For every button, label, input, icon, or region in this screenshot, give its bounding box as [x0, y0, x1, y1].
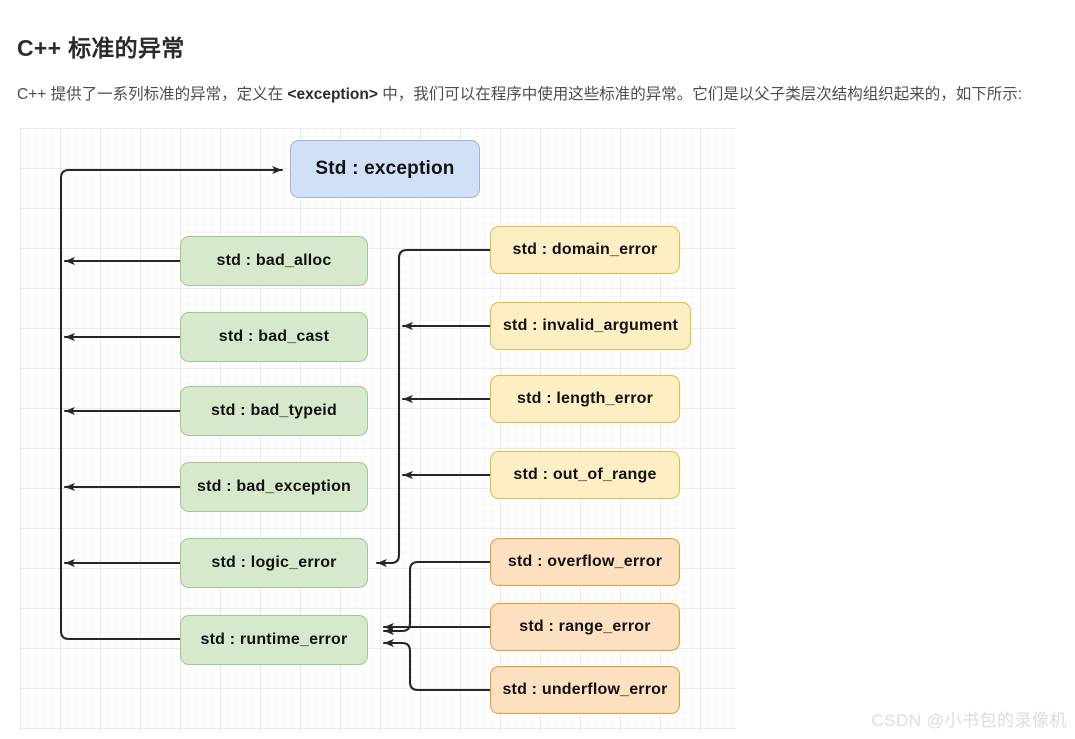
node-overflow-error[interactable]: std : overflow_error [490, 538, 680, 586]
node-logic-error[interactable]: std : logic_error [180, 538, 368, 588]
node-domain-error[interactable]: std : domain_error [490, 226, 680, 274]
node-length-error[interactable]: std : length_error [490, 375, 680, 423]
intro-text-part1: C++ 提供了一系列标准的异常，定义在 [17, 85, 288, 103]
intro-paragraph: C++ 提供了一系列标准的异常，定义在 <exception> 中，我们可以在程… [17, 78, 1059, 112]
exception-header-code: <exception> [287, 85, 378, 103]
diagram-edges [59, 165, 492, 692]
node-range-error[interactable]: std : range_error [490, 603, 680, 651]
edge-trunk-to-root [59, 165, 284, 641]
node-runtime-error[interactable]: std : runtime_error [180, 615, 368, 665]
exception-hierarchy-diagram: Std : exception std : bad_alloc std : ba… [20, 128, 736, 732]
node-bad-cast[interactable]: std : bad_cast [180, 312, 368, 362]
node-bad-typeid[interactable]: std : bad_typeid [180, 386, 368, 436]
node-invalid-argument[interactable]: std : invalid_argument [490, 302, 691, 350]
csdn-watermark: CSDN @小书包的录像机 [871, 711, 1067, 730]
node-bad-alloc[interactable]: std : bad_alloc [180, 236, 368, 286]
page-title: C++ 标准的异常 [17, 35, 185, 62]
intro-text-part2: 中，我们可以在程序中使用这些标准的异常。它们是以父子类层次结构组织起来的，如下所… [377, 85, 1023, 103]
node-std-exception[interactable]: Std : exception [290, 140, 480, 198]
edge-logic-subtrunk [375, 248, 492, 568]
node-underflow-error[interactable]: std : underflow_error [490, 666, 680, 714]
node-bad-exception[interactable]: std : bad_exception [180, 462, 368, 512]
edge-overflow-error-to-runtime [382, 560, 492, 636]
edge-underflow-error-to-runtime [382, 638, 492, 692]
node-out-of-range[interactable]: std : out_of_range [490, 451, 680, 499]
